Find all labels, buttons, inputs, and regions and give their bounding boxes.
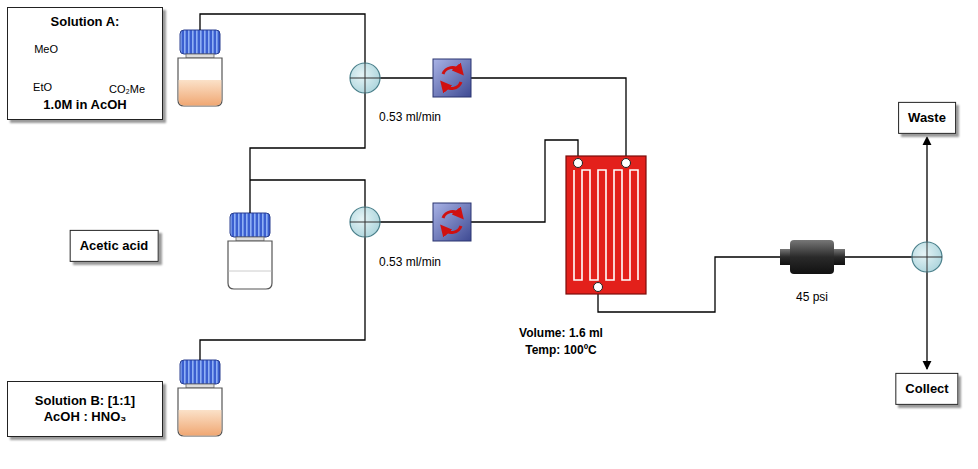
tubing — [200, 14, 927, 369]
reactor-port — [622, 159, 631, 168]
reactor-port — [594, 283, 603, 292]
reagent-label-box: Acetic acid — [70, 230, 159, 262]
bpr-fitting — [780, 249, 790, 265]
substituent-label: EtO — [33, 81, 52, 94]
chip-reactor — [566, 156, 646, 294]
box-heading: Solution B: [1:1] AcOH : HNO₃ — [16, 393, 154, 426]
flow-rate: 0.53 ml/min — [379, 255, 441, 269]
reagent-label-box: Solution A: 1.0M in AcOH — [7, 7, 163, 120]
tube — [200, 14, 365, 63]
reagent-bottle — [178, 30, 222, 106]
tube — [471, 140, 578, 222]
box-body: 1.0M in AcOH — [16, 97, 154, 113]
outlet-arrow — [926, 272, 927, 369]
solvent-bottle — [228, 213, 272, 289]
bpr-fitting — [834, 249, 845, 265]
substituent-label: MeO — [34, 43, 58, 56]
box-heading: Acetic acid — [80, 238, 149, 254]
serpentine-channel — [574, 170, 638, 280]
bpr-body — [790, 240, 834, 274]
box-heading: Collect — [905, 381, 948, 397]
reactor-temperature: Temp: 100ºC — [525, 343, 597, 357]
tube — [200, 237, 365, 360]
back-pressure-regulator — [780, 240, 845, 274]
pump-icon — [433, 203, 471, 241]
tube — [845, 256, 912, 257]
output-box: Waste — [898, 102, 956, 134]
tube — [250, 93, 365, 213]
mixing-valve — [350, 207, 380, 237]
pump-icon — [433, 59, 471, 97]
selector-valve — [912, 242, 942, 272]
pressure-label: 45 psi — [796, 290, 828, 304]
output-box: Collect — [895, 373, 958, 405]
box-heading: Solution A: — [16, 14, 154, 30]
substituent-label: CO₂Me — [109, 83, 145, 96]
reagent-bottle — [178, 360, 222, 436]
mixing-valve — [350, 63, 380, 93]
reactor-volume: Volume: 1.6 ml — [519, 326, 603, 340]
tube — [380, 77, 433, 78]
flow-rate: 0.53 ml/min — [379, 110, 441, 124]
reactor-port — [574, 159, 583, 168]
box-heading: Waste — [908, 110, 946, 126]
reagent-label-box: Solution B: [1:1] AcOH : HNO₃ — [7, 381, 163, 437]
tube — [471, 78, 626, 158]
reactor-body — [566, 156, 646, 294]
tube — [380, 221, 433, 222]
tube — [250, 180, 365, 207]
outlet-arrow — [926, 137, 927, 242]
